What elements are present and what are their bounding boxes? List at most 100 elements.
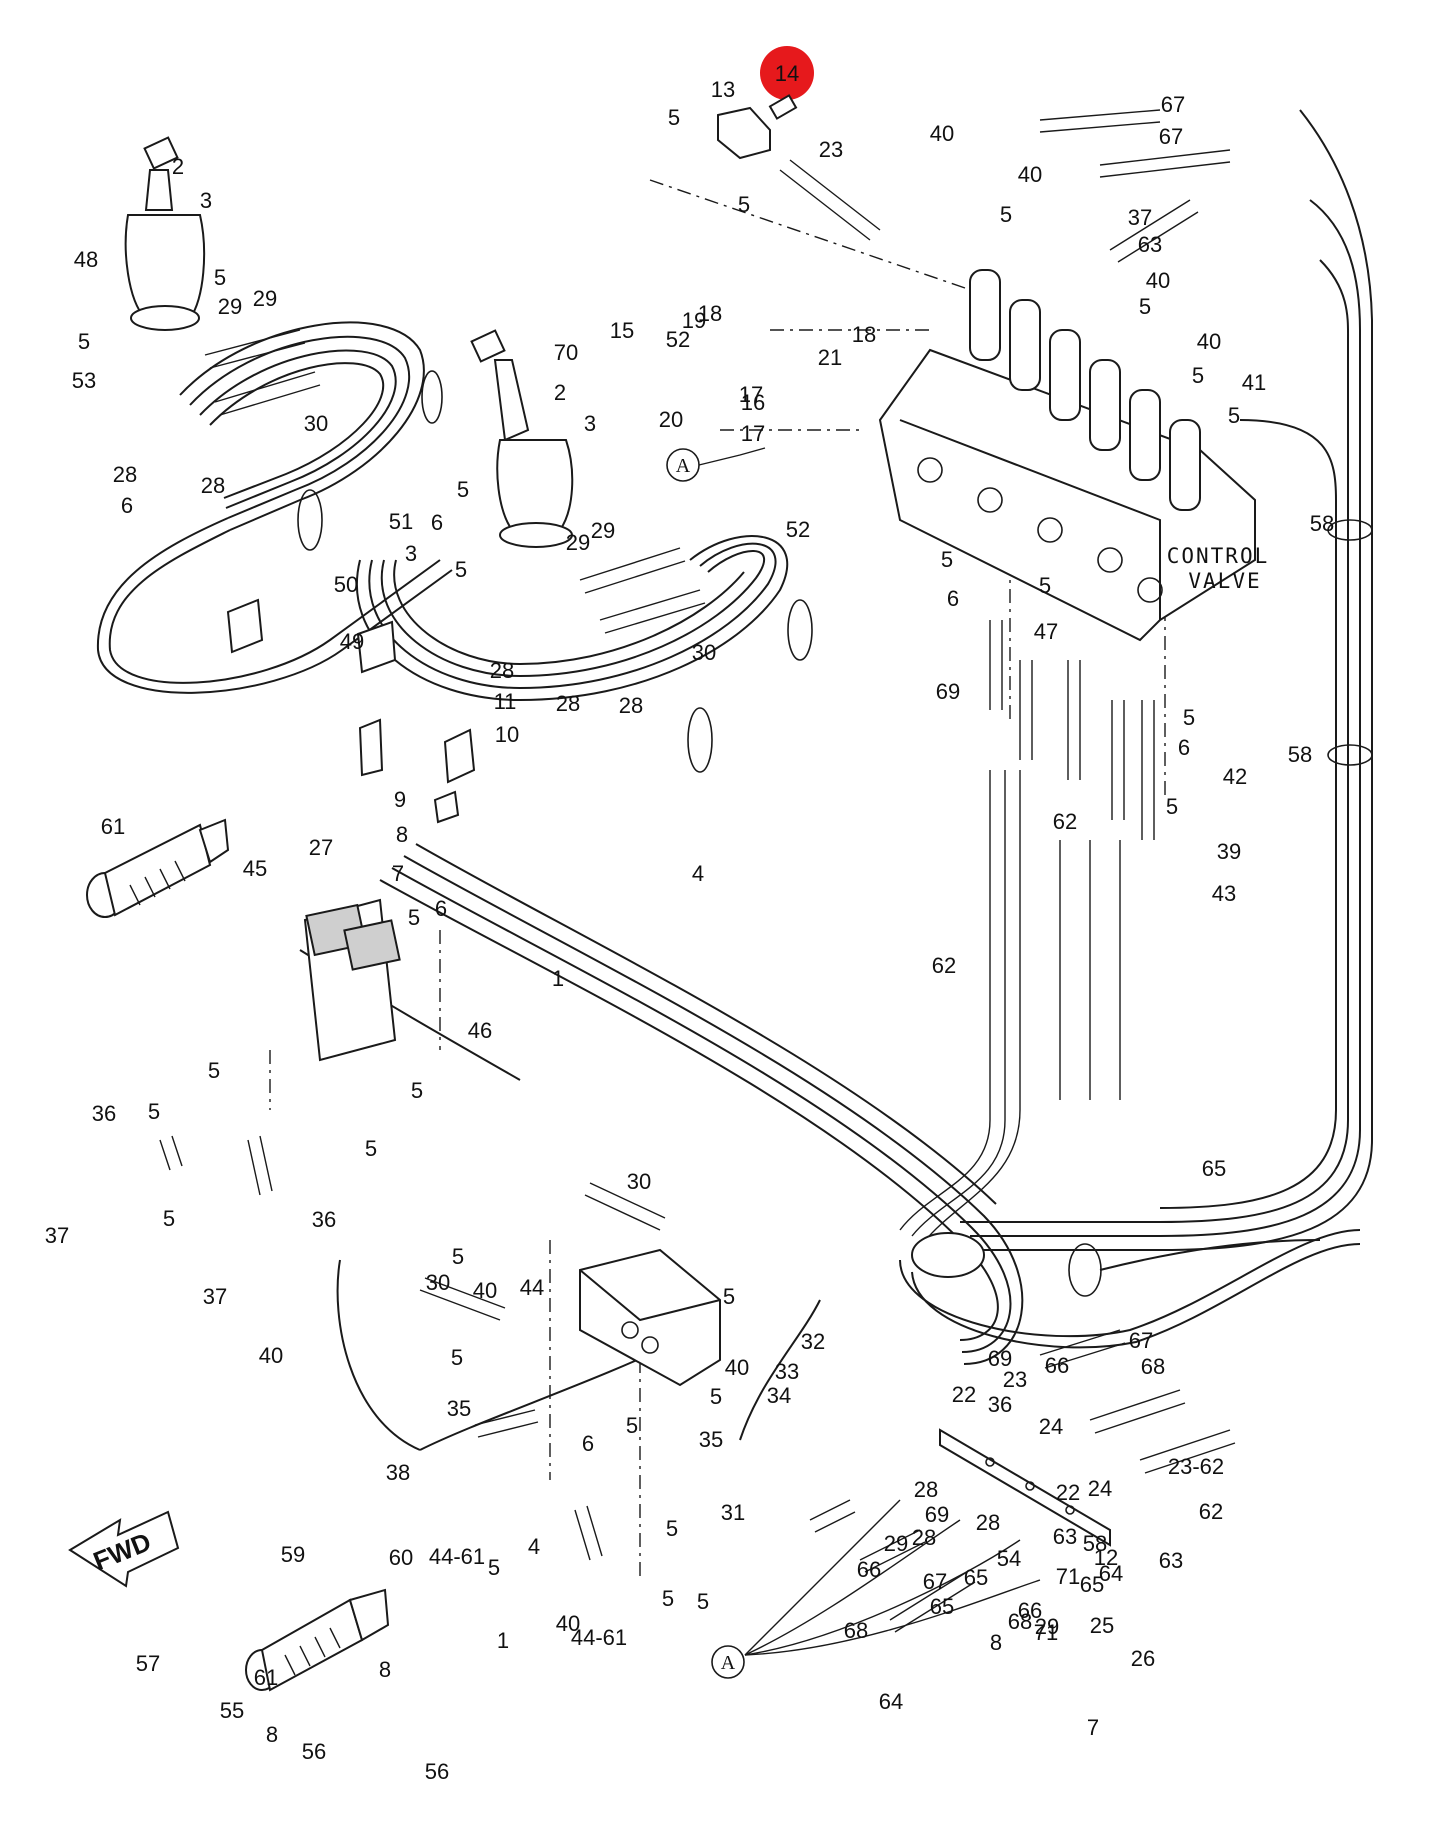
callout-69: 69 bbox=[988, 1346, 1012, 1371]
callout-40: 40 bbox=[1197, 329, 1221, 354]
callout-35: 35 bbox=[447, 1396, 471, 1421]
callout-19: 19 bbox=[682, 308, 706, 333]
fitting-hoses bbox=[159, 109, 1236, 1633]
callout-52: 52 bbox=[666, 327, 690, 352]
callout-5: 5 bbox=[163, 1206, 175, 1231]
callout-31: 31 bbox=[721, 1500, 745, 1525]
callout-30: 30 bbox=[627, 1169, 651, 1194]
reference-marker-a-top: A bbox=[666, 447, 766, 482]
callout-5: 5 bbox=[1139, 294, 1151, 319]
callout-44-61: 44-61 bbox=[571, 1625, 627, 1650]
callout-66: 66 bbox=[1045, 1353, 1069, 1378]
callout-65: 65 bbox=[930, 1594, 954, 1619]
callout-33: 33 bbox=[775, 1359, 799, 1384]
callout-61: 61 bbox=[101, 814, 125, 839]
callout-40: 40 bbox=[1146, 268, 1170, 293]
callout-58: 58 bbox=[1083, 1531, 1107, 1556]
callout-37: 37 bbox=[203, 1284, 227, 1309]
callout-34: 34 bbox=[767, 1383, 791, 1408]
callout-40: 40 bbox=[556, 1611, 580, 1636]
callout-49: 49 bbox=[340, 629, 364, 654]
callout-8: 8 bbox=[990, 1630, 1002, 1655]
callout-15: 15 bbox=[610, 318, 634, 343]
callout-40: 40 bbox=[473, 1278, 497, 1303]
callout-5: 5 bbox=[666, 1516, 678, 1541]
accumulator-60-bottom bbox=[245, 1588, 390, 1692]
pilot-valve-26 bbox=[303, 898, 401, 1062]
reference-marker-a-bottom: A bbox=[711, 1645, 745, 1679]
callout-23-62: 23-62 bbox=[1168, 1454, 1224, 1479]
callout-46: 46 bbox=[468, 1018, 492, 1043]
callout-8: 8 bbox=[379, 1657, 391, 1682]
callout-68: 68 bbox=[1141, 1354, 1165, 1379]
callout-5: 5 bbox=[1183, 705, 1195, 730]
callout-7: 7 bbox=[1087, 1715, 1099, 1740]
left-joystick-47 bbox=[124, 136, 206, 331]
callout-6: 6 bbox=[1178, 735, 1190, 760]
callout-70: 70 bbox=[554, 340, 578, 365]
callout-36: 36 bbox=[988, 1392, 1012, 1417]
swivel-block-13 bbox=[717, 106, 771, 160]
callout-23: 23 bbox=[819, 137, 843, 162]
callout-5: 5 bbox=[411, 1078, 423, 1103]
callout-3: 3 bbox=[405, 541, 417, 566]
callout-8: 8 bbox=[266, 1722, 278, 1747]
callout-68: 68 bbox=[1008, 1609, 1032, 1634]
callout-62: 62 bbox=[1053, 809, 1077, 834]
callout-24: 24 bbox=[1039, 1414, 1063, 1439]
callout-17: 17 bbox=[739, 382, 763, 407]
accumulator-60-top bbox=[86, 818, 230, 918]
callout-30: 30 bbox=[426, 1270, 450, 1295]
callout-18: 18 bbox=[698, 301, 722, 326]
callout-64: 64 bbox=[1099, 1561, 1123, 1586]
callout-36: 36 bbox=[92, 1101, 116, 1126]
callout-7: 7 bbox=[392, 861, 404, 886]
callout-64: 64 bbox=[879, 1689, 903, 1714]
callout-22: 22 bbox=[952, 1382, 976, 1407]
callout-5: 5 bbox=[408, 905, 420, 930]
callout-5: 5 bbox=[1000, 202, 1012, 227]
right-joystick-69 bbox=[470, 329, 574, 548]
callout-28: 28 bbox=[490, 658, 514, 683]
callout-13: 13 bbox=[711, 77, 735, 102]
callout-67: 67 bbox=[1129, 1328, 1153, 1353]
callout-4: 4 bbox=[528, 1534, 540, 1559]
callout-16: 16 bbox=[741, 390, 765, 415]
callout-11: 11 bbox=[494, 689, 517, 714]
callout-2: 2 bbox=[554, 380, 566, 405]
reference-marker-letter: A bbox=[721, 1652, 736, 1674]
callout-26: 26 bbox=[1131, 1646, 1155, 1671]
assembly-centerlines bbox=[269, 179, 1166, 1580]
callout-59: 59 bbox=[281, 1542, 305, 1567]
callout-1: 1 bbox=[552, 966, 564, 991]
callout-53: 53 bbox=[72, 368, 96, 393]
callout-40: 40 bbox=[930, 121, 954, 146]
callout-3: 3 bbox=[584, 411, 596, 436]
callout-5: 5 bbox=[452, 1244, 464, 1269]
callout-12: 12 bbox=[1094, 1545, 1118, 1570]
reference-marker-letter: A bbox=[676, 455, 691, 477]
callout-45: 45 bbox=[243, 856, 267, 881]
callout-56: 56 bbox=[425, 1759, 449, 1784]
callout-52: 52 bbox=[786, 517, 810, 542]
callout-4: 4 bbox=[692, 861, 704, 886]
callout-18: 18 bbox=[852, 322, 876, 347]
callout-44: 44 bbox=[520, 1275, 544, 1300]
callout-42: 42 bbox=[1223, 764, 1247, 789]
callout-51: 51 bbox=[389, 509, 413, 534]
forward-arrow: FWD bbox=[68, 1510, 180, 1588]
callout-5: 5 bbox=[1228, 403, 1240, 428]
callout-5: 5 bbox=[668, 105, 680, 130]
callout-5: 5 bbox=[208, 1058, 220, 1083]
callout-28: 28 bbox=[976, 1510, 1000, 1535]
callout-21: 21 bbox=[818, 345, 842, 370]
callout-5: 5 bbox=[1039, 573, 1051, 598]
caption-line-1: CONTROL bbox=[1167, 544, 1270, 568]
callout-17: 17 bbox=[741, 421, 765, 446]
callout-20: 20 bbox=[659, 407, 683, 432]
callout-5: 5 bbox=[365, 1136, 377, 1161]
callout-71: 71 bbox=[1056, 1564, 1080, 1589]
callout-5: 5 bbox=[78, 329, 90, 354]
callout-65: 65 bbox=[1202, 1156, 1226, 1181]
callout-10: 10 bbox=[495, 722, 519, 747]
